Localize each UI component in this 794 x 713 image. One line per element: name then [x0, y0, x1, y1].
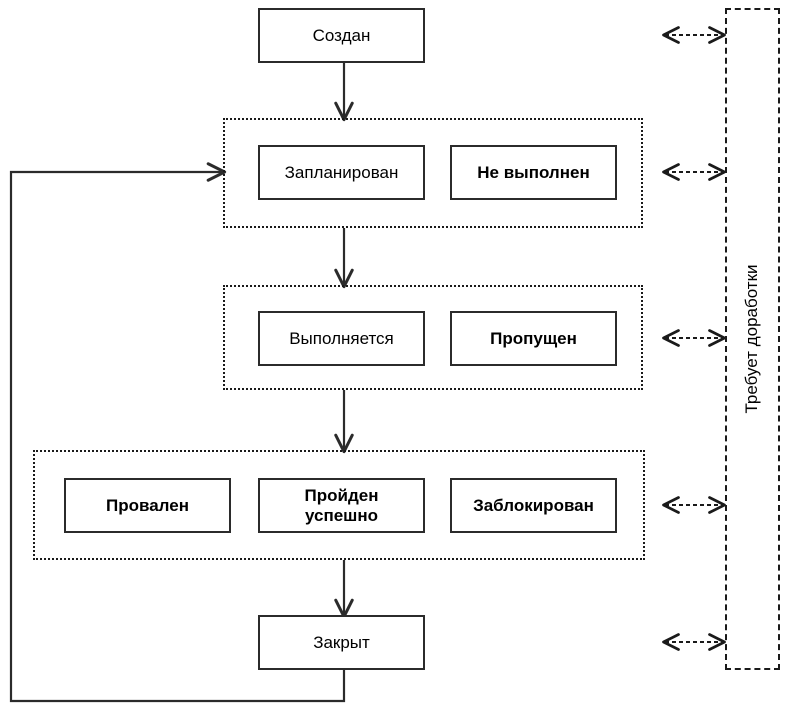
edge-closed-to-planned-loop	[9, 162, 346, 703]
state-node-skipped[interactable]: Пропущен	[450, 311, 617, 366]
state-node-planned[interactable]: Запланирован	[258, 145, 425, 200]
state-node-closed[interactable]: Закрыт	[258, 615, 425, 670]
state-node-not-done[interactable]: Не выполнен	[450, 145, 617, 200]
state-node-blocked[interactable]: Заблокирован	[450, 478, 617, 533]
state-node-passed[interactable]: Пройден успешно	[258, 478, 425, 533]
state-node-running[interactable]: Выполняется	[258, 311, 425, 366]
state-node-failed[interactable]: Провален	[64, 478, 231, 533]
status-group-running	[223, 285, 643, 390]
rework-container	[725, 8, 780, 670]
rework-label: Требует доработки	[742, 264, 761, 414]
state-node-created[interactable]: Создан	[258, 8, 425, 63]
